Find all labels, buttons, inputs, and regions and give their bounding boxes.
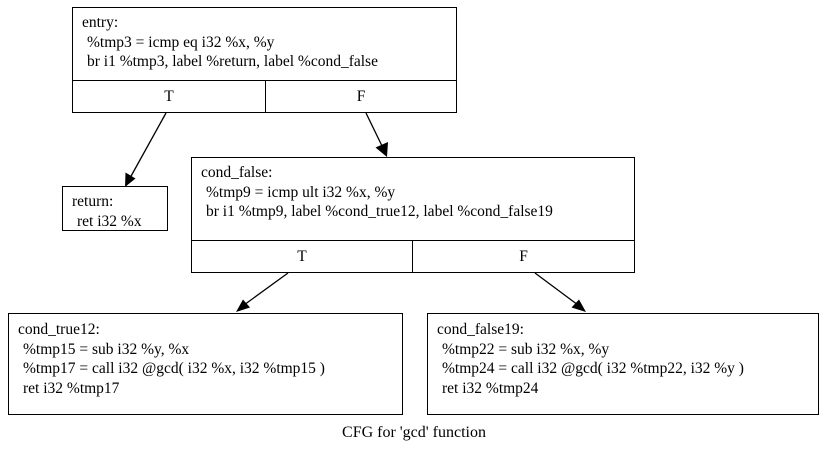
edge-entry-false-to-cond-false [365,112,388,157]
node-entry-line-1: %tmp3 = icmp eq i32 %x, %y [87,33,275,51]
node-cond-false[interactable]: cond_false: %tmp9 = icmp ult i32 %x, %y … [191,157,635,273]
node-cond-true12-body: cond_true12: %tmp15 = sub i32 %y, %x %tm… [9,314,402,414]
node-entry-port-true[interactable]: T [73,81,266,112]
node-cond-false19[interactable]: cond_false19: %tmp22 = sub i32 %x, %y %t… [427,313,819,415]
node-entry-line-2: br i1 %tmp3, label %return, label %cond_… [87,53,378,70]
node-cond-false-body: cond_false: %tmp9 = icmp ult i32 %x, %y … [192,158,634,240]
node-return-line-0: return: [72,193,114,210]
node-cond-true12-line-1: %tmp15 = sub i32 %y, %x [23,340,190,358]
edge-cond-false-true-to-cond-true12 [236,272,289,312]
node-entry-body: entry: %tmp3 = icmp eq i32 %x, %y br i1 … [73,8,456,80]
edge-entry-true-to-return [125,112,167,187]
node-cond-false-line-1: %tmp9 = icmp ult i32 %x, %y [206,183,396,201]
node-cond-false19-body: cond_false19: %tmp22 = sub i32 %x, %y %t… [428,314,818,414]
node-return-body: return: ret i32 %x [63,187,167,237]
node-return[interactable]: return: ret i32 %x [62,186,168,231]
node-cond-true12[interactable]: cond_true12: %tmp15 = sub i32 %y, %x %tm… [8,313,403,415]
node-entry-ports: T F [73,80,456,112]
edge-cond-false-false-to-cond-false19 [534,272,586,312]
node-cond-false19-line-1: %tmp22 = sub i32 %x, %y [442,340,610,358]
diagram-caption: CFG for 'gcd' function [342,424,486,441]
node-cond-false19-line-0: cond_false19: [437,321,524,338]
node-cond-false-port-true[interactable]: T [192,241,413,272]
node-cond-false-line-2: br i1 %tmp9, label %cond_true12, label %… [206,203,553,220]
node-return-line-1: ret i32 %x [77,212,142,230]
node-entry-line-0: entry: [82,14,119,31]
node-cond-false19-line-2: %tmp24 = call i32 @gcd( i32 %tmp22, i32 … [442,360,744,377]
node-cond-true12-line-3: ret i32 %tmp17 [23,379,120,397]
node-cond-false-ports: T F [192,240,634,272]
node-cond-true12-line-0: cond_true12: [18,321,100,338]
node-entry[interactable]: entry: %tmp3 = icmp eq i32 %x, %y br i1 … [72,7,457,113]
node-cond-false-line-0: cond_false: [201,164,273,181]
node-cond-true12-line-2: %tmp17 = call i32 @gcd( i32 %x, i32 %tmp… [23,360,325,377]
node-entry-port-false[interactable]: F [356,87,366,105]
node-cond-false19-line-3: ret i32 %tmp24 [442,379,539,397]
node-cond-false-port-false[interactable]: F [519,247,528,265]
